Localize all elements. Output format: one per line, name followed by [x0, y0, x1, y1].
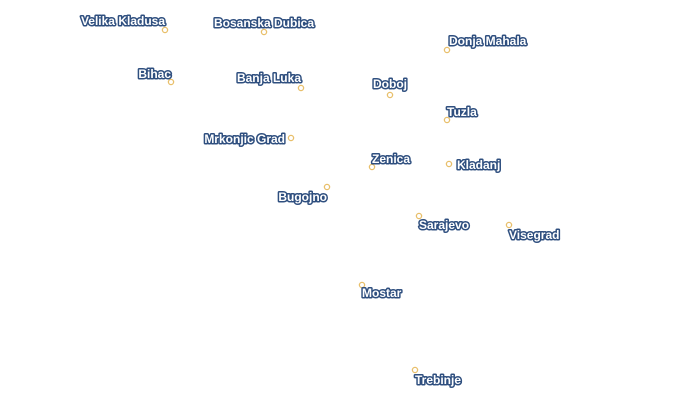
city-marker-mostar [358, 281, 366, 289]
city-marker-sarajevo [415, 212, 423, 220]
city-marker-bosanska-dubica [260, 28, 268, 36]
city-label-doboj: Doboj [373, 77, 407, 91]
city-label-sarajevo: Sarajevo [419, 218, 469, 232]
city-label-mrkonjic-grad: Mrkonjic Grad [204, 132, 285, 146]
city-label-visegrad: Visegrad [509, 228, 559, 242]
city-marker-bihac [167, 78, 175, 86]
city-label-zenica: Zenica [372, 152, 410, 166]
city-marker-banja-luka [297, 84, 305, 92]
city-marker-bugojno [323, 183, 331, 191]
city-marker-doboj [386, 91, 394, 99]
city-label-donja-mahala: Donja Mahala [449, 34, 527, 48]
city-label-bugojno: Bugojno [278, 190, 327, 204]
city-label-velika-kladusa: Velika Kladusa [81, 14, 165, 28]
city-label-kladanj: Kladanj [457, 158, 500, 172]
city-label-tuzla: Tuzla [447, 105, 477, 119]
city-marker-tuzla [443, 116, 451, 124]
city-marker-donja-mahala [443, 46, 451, 54]
city-marker-velika-kladusa [161, 26, 169, 34]
city-label-bihac: Bihac [138, 67, 171, 81]
city-marker-visegrad [505, 221, 513, 229]
city-label-bosanska-dubica: Bosanska Dubica [214, 16, 314, 30]
city-marker-kladanj [445, 160, 453, 168]
city-label-trebinje: Trebinje [415, 373, 461, 387]
city-marker-trebinje [411, 366, 419, 374]
city-marker-zenica [368, 163, 376, 171]
city-markers [161, 26, 513, 374]
city-marker-mrkonjic-grad [287, 134, 295, 142]
city-label-mostar: Mostar [362, 286, 402, 300]
city-label-banja-luka: Banja Luka [237, 71, 301, 85]
